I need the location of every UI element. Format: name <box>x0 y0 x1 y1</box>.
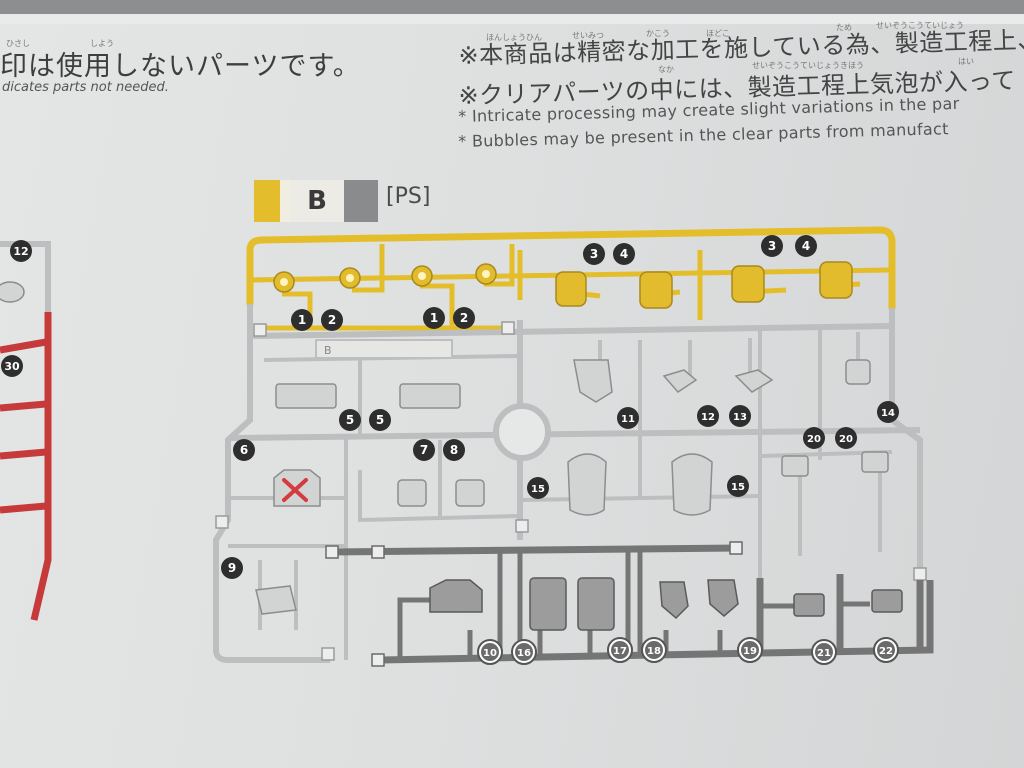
part-number-badges: 12 30 3 4 3 4 1 2 1 2 5 5 11 12 13 14 6 … <box>1 235 899 665</box>
part-badge-15: 15 <box>527 477 549 499</box>
page-top-strip <box>0 14 1024 24</box>
dark-gray-runner-section <box>325 541 934 667</box>
part-badge-14: 14 <box>877 401 899 423</box>
part-badge-22: 22 <box>873 637 899 663</box>
svg-text:1: 1 <box>430 311 438 325</box>
ruby-9: はい <box>958 57 974 66</box>
part-badge-19: 19 <box>737 637 763 663</box>
svg-text:15: 15 <box>531 484 545 495</box>
ruby-8: せいぞうこうていじょうきほう <box>752 61 864 70</box>
ruby-hisashi: ひさし <box>6 39 30 48</box>
svg-text:4: 4 <box>620 247 628 261</box>
svg-text:5: 5 <box>346 413 354 427</box>
part-badge-9: 9 <box>221 557 243 579</box>
part-badge-4: 4 <box>795 235 817 257</box>
part-badge-13: 13 <box>729 405 751 427</box>
part-badge-5: 5 <box>369 409 391 431</box>
part-badge-4: 4 <box>613 243 635 265</box>
ruby-6: せいぞうこうていじょう <box>876 21 964 30</box>
part-badge-20: 20 <box>835 427 857 449</box>
svg-text:30: 30 <box>4 360 20 373</box>
inner-runner-tag: B <box>324 344 332 357</box>
part-badge-1: 1 <box>423 307 445 329</box>
svg-text:4: 4 <box>802 239 810 253</box>
svg-text:18: 18 <box>647 646 661 657</box>
part-badge-2: 2 <box>453 307 475 329</box>
part-badge-20: 20 <box>803 427 825 449</box>
svg-text:8: 8 <box>450 443 458 457</box>
svg-text:6: 6 <box>240 443 248 457</box>
light-gray-runner-section: B <box>213 304 927 663</box>
part-badge-6: 6 <box>233 439 255 461</box>
part-badge-12-left: 12 <box>10 240 32 262</box>
part-badge-1: 1 <box>291 309 313 331</box>
svg-text:14: 14 <box>881 408 895 419</box>
runner-label: B <box>254 180 378 222</box>
yellow-runner-section <box>246 226 896 331</box>
unused-parts-note-en: dicates parts not needed. <box>2 80 169 95</box>
part-badge-18: 18 <box>641 637 667 663</box>
svg-text:13: 13 <box>733 412 747 423</box>
svg-text:10: 10 <box>483 648 497 659</box>
svg-text:12: 12 <box>701 412 715 423</box>
part-badge-16: 16 <box>511 639 537 665</box>
runner-color-swatch-yellow <box>254 180 280 222</box>
part-badge-7: 7 <box>413 439 435 461</box>
svg-text:2: 2 <box>460 311 468 325</box>
svg-text:15: 15 <box>731 482 745 493</box>
ruby-2: せいみつ <box>572 31 604 40</box>
part-badge-3: 3 <box>761 235 783 257</box>
ruby-3: かこう <box>646 29 670 38</box>
unused-parts-note-jp: 印は使用しないパーツです。 <box>0 51 361 82</box>
ruby-4: ほどこ <box>706 29 730 38</box>
part-badge-17: 17 <box>607 637 633 663</box>
runner-letter: B <box>290 180 344 222</box>
svg-text:17: 17 <box>613 646 627 657</box>
svg-text:7: 7 <box>420 443 428 457</box>
svg-text:16: 16 <box>517 648 531 659</box>
svg-text:9: 9 <box>228 561 236 575</box>
part-badge-10: 10 <box>477 639 503 665</box>
part-badge-5: 5 <box>339 409 361 431</box>
not-needed-x-mark <box>282 478 308 502</box>
ruby-7: なか <box>658 65 674 74</box>
svg-text:22: 22 <box>879 646 893 657</box>
part-badge-15: 15 <box>727 475 749 497</box>
svg-text:3: 3 <box>590 247 598 261</box>
part-badge-11: 11 <box>617 407 639 429</box>
left-partial-runner <box>0 241 52 621</box>
part-badge-3: 3 <box>583 243 605 265</box>
part-badge-12: 12 <box>697 405 719 427</box>
ruby-shiyou: しよう <box>90 39 114 48</box>
part-badge-21: 21 <box>811 639 837 665</box>
svg-text:3: 3 <box>768 239 776 253</box>
svg-text:19: 19 <box>743 646 757 657</box>
part-badge-2: 2 <box>321 309 343 331</box>
svg-text:11: 11 <box>621 414 635 425</box>
ruby-1: ほんしょうひん <box>486 33 542 42</box>
svg-text:2: 2 <box>328 313 336 327</box>
part-badge-30-left: 30 <box>1 355 23 377</box>
svg-text:20: 20 <box>807 434 821 445</box>
svg-text:21: 21 <box>817 648 831 659</box>
runner-color-swatch-gray <box>344 180 378 222</box>
svg-text:12: 12 <box>13 245 28 258</box>
part-badge-8: 8 <box>443 439 465 461</box>
page-top-border <box>0 0 1024 14</box>
svg-text:5: 5 <box>376 413 384 427</box>
svg-text:1: 1 <box>298 313 306 327</box>
svg-text:20: 20 <box>839 434 853 445</box>
runner-material: [PS] <box>386 184 431 209</box>
ruby-5: ため <box>836 23 852 32</box>
